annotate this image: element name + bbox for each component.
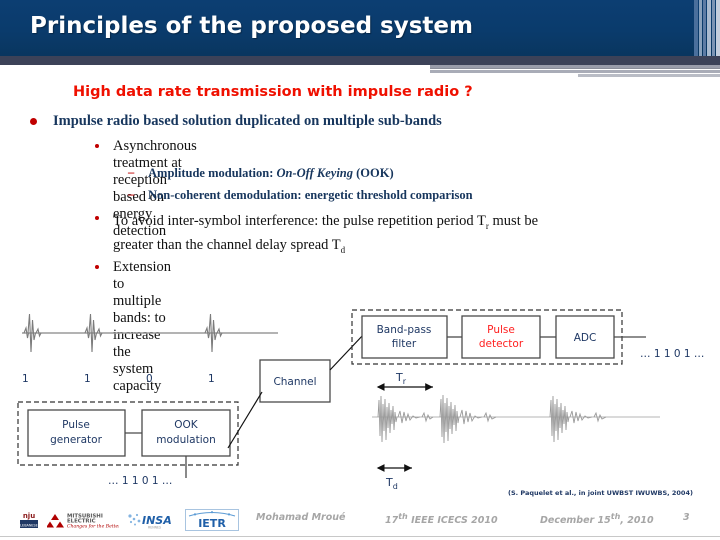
- footer-conference: 17th IEEE ICECS 2010: [385, 512, 498, 527]
- dash-amplitude-modulation-text: Amplitude modulation: On-Off Keying (OOK…: [148, 166, 394, 180]
- tx-bit-0: 1: [22, 373, 29, 385]
- svg-text:ELECTRIC: ELECTRIC: [67, 519, 96, 525]
- header-stripe-5: [712, 0, 715, 69]
- block-channel[interactable]: [259, 359, 331, 403]
- svg-text:LEBANESE: LEBANESE: [20, 524, 38, 528]
- td-label: Td: [385, 476, 398, 491]
- bullet-marker: [30, 118, 37, 125]
- page-title: Principles of the proposed system: [30, 13, 473, 39]
- header-stripe-4: [707, 0, 711, 69]
- footer-page-number: 3: [683, 512, 690, 523]
- header-gray-band-4: [578, 74, 720, 77]
- rx-waveform: [372, 394, 660, 444]
- header-white-left: [0, 65, 430, 75]
- bullet-asynchronous-text: Asynchronous treatment at reception base…: [113, 138, 197, 239]
- bullet-marker: [95, 216, 99, 220]
- block-pulse-generator-label-1: Pulse: [62, 419, 90, 431]
- header-stripe-3: [703, 0, 706, 69]
- td-measure: Td: [376, 464, 412, 491]
- rx-output-stream: … 1 1 0 1 …: [640, 348, 704, 360]
- dash-marker: –: [128, 165, 135, 179]
- block-ook-label-2: modulation: [156, 434, 215, 446]
- footer-logos: nju LEBANESE MITSUBISHI ELECTRIC Changes…: [18, 508, 239, 532]
- bullet-marker: [95, 144, 99, 148]
- svg-text:RENNES: RENNES: [148, 526, 161, 530]
- block-bandpass-label-1: Band-pass: [377, 324, 432, 336]
- bullet-isi: To avoid inter-symbol interference: the …: [95, 212, 665, 260]
- nju-logo: nju LEBANESE: [18, 509, 40, 531]
- figure-citation: (S. Paquelet et al., in joint UWBST IWUW…: [508, 489, 693, 497]
- header-stripe-2: [699, 0, 702, 69]
- tx-bit-2: 0: [146, 373, 153, 385]
- tr-label: Tr: [395, 371, 407, 386]
- svg-text:Changes for the Better: Changes for the Better: [67, 524, 119, 530]
- block-pulse-detector-label-1: Pulse: [487, 324, 515, 336]
- block-pulse-detector-label-2: detector: [479, 338, 524, 350]
- subtitle: High data rate transmission with impulse…: [73, 84, 473, 100]
- block-pulse-detector[interactable]: [461, 315, 541, 359]
- block-ook-modulation[interactable]: [141, 409, 231, 457]
- block-adc-label: ADC: [574, 332, 597, 344]
- bullet-extension-text: Extension to multiple bands: to increase…: [113, 259, 171, 394]
- svg-text:MITSUBISHI: MITSUBISHI: [67, 514, 103, 520]
- header-dark-band: [0, 56, 720, 65]
- block-ook-label-1: OOK: [174, 419, 199, 431]
- header-gray-band-2: [430, 65, 720, 68]
- transmitter-group: [17, 401, 239, 466]
- bullet-marker: [95, 265, 99, 269]
- footer-divider: [0, 536, 720, 537]
- tx-pulse-train: [22, 313, 278, 353]
- dash-marker: –: [128, 187, 135, 201]
- ietr-logo: IETR: [185, 509, 239, 531]
- tr-measure: Tr: [376, 371, 433, 391]
- system-diagram: 1 1 0 1 Pulse generator OOK modulation ……: [0, 300, 720, 505]
- block-pulse-generator[interactable]: [27, 409, 126, 457]
- tx-bit-1: 1: [84, 373, 91, 385]
- header-stripe-1: [694, 0, 698, 69]
- mitsubishi-electric-logo: MITSUBISHI ELECTRIC Changes for the Bett…: [47, 509, 119, 531]
- header-stripe-6: [716, 0, 720, 69]
- block-adc[interactable]: [555, 315, 615, 359]
- link-channel-rx: [329, 333, 365, 371]
- block-bandpass-filter[interactable]: [361, 315, 448, 359]
- dash-non-coherent-text: Non-coherent demodulation: energetic thr…: [148, 188, 473, 202]
- block-pulse-generator-label-2: generator: [50, 434, 103, 446]
- insa-logo: INSA RENNES: [126, 509, 178, 531]
- svg-text:IETR: IETR: [198, 517, 226, 530]
- block-channel-label: Channel: [273, 376, 316, 388]
- svg-text:INSA: INSA: [142, 514, 172, 527]
- header-gray-band-3: [430, 70, 720, 73]
- title-bar: [0, 0, 720, 56]
- bullet-isi-text: To avoid inter-symbol interference: the …: [113, 213, 539, 255]
- footer-author: Mohamad Mroué: [256, 512, 346, 523]
- tx-input-stream: … 1 1 0 1 …: [108, 475, 172, 487]
- footer-date: December 15th, 2010: [540, 512, 654, 527]
- tx-bit-3: 1: [208, 373, 215, 385]
- bullet-level1-text: Impulse radio based solution duplicated …: [53, 113, 442, 129]
- block-bandpass-label-2: filter: [392, 338, 417, 350]
- link-tx-channel: [227, 391, 263, 449]
- svg-text:nju: nju: [23, 512, 35, 520]
